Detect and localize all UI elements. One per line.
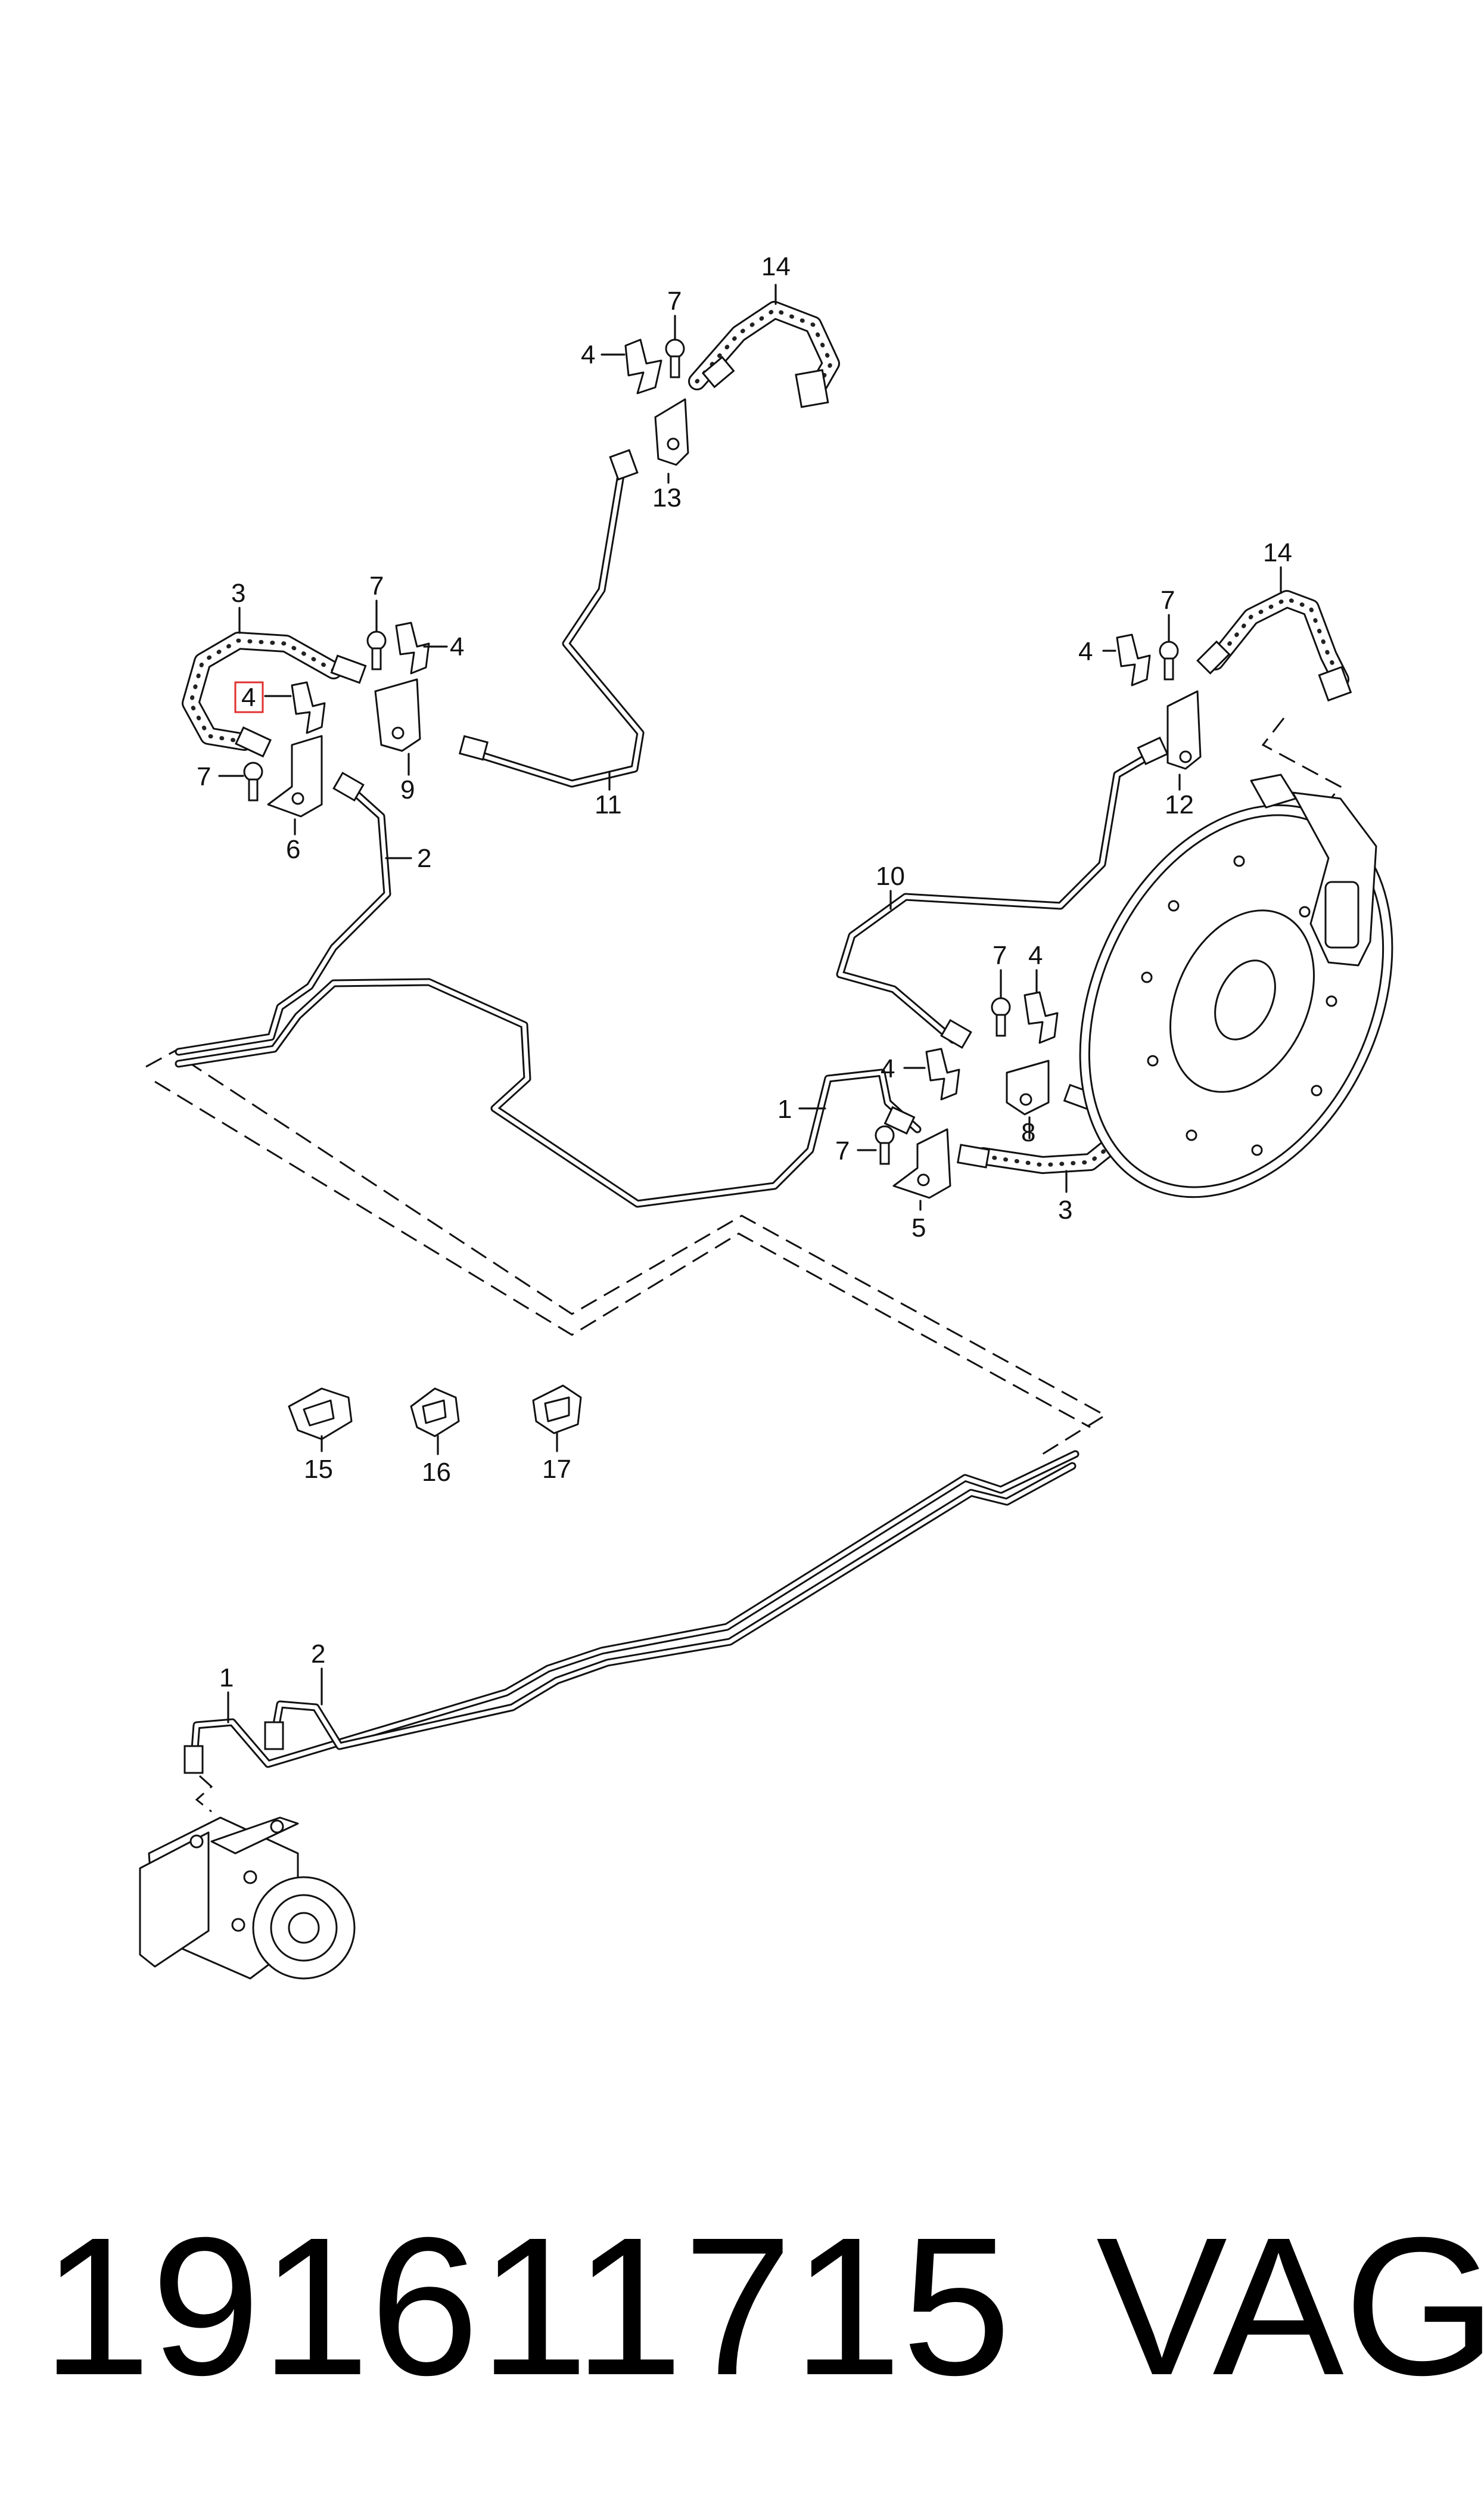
brand-name: VAG xyxy=(1096,2196,1484,2416)
pipe-2-lower xyxy=(270,1462,1077,1750)
callout-17: 17 xyxy=(542,1455,571,1484)
callout-1-upper: 1 xyxy=(777,1095,792,1124)
callout-14-top: 14 xyxy=(761,252,791,281)
callout-8: 8 xyxy=(1021,1118,1035,1147)
part-number: 191611715 xyxy=(42,2196,1012,2416)
callout-2-lower: 2 xyxy=(311,1639,325,1669)
callout-4-left-upper: 4 xyxy=(450,632,464,661)
callout-7-left-upper: 7 xyxy=(369,571,384,601)
callout-4-right-lower: 4 xyxy=(881,1054,895,1083)
callout-highlight-box xyxy=(234,681,264,713)
bracket-5 xyxy=(892,1128,951,1199)
callout-3-left: 3 xyxy=(231,579,245,608)
callout-labels: 14 7 4 13 3 7 4 4 9 7 6 11 2 14 7 4 12 1… xyxy=(197,252,1292,1692)
callout-7-left-lower: 7 xyxy=(197,762,211,791)
clip-16 xyxy=(410,1387,460,1437)
callout-13: 13 xyxy=(652,483,682,513)
pipe-11 xyxy=(472,461,645,788)
brake-hose-3-left xyxy=(182,632,367,758)
clip-17 xyxy=(532,1384,582,1434)
callout-10: 10 xyxy=(876,862,905,891)
callout-3-right: 3 xyxy=(1058,1195,1072,1225)
bracket-9 xyxy=(374,678,421,752)
callout-4-top: 4 xyxy=(581,340,595,369)
callout-5: 5 xyxy=(911,1213,926,1243)
callout-7-right-lower: 7 xyxy=(835,1136,850,1166)
callout-7-right-mid: 7 xyxy=(993,941,1007,970)
callout-1-lower: 1 xyxy=(219,1663,234,1692)
brake-caliper xyxy=(1250,774,1377,967)
callout-16: 16 xyxy=(422,1458,451,1487)
brake-hose-14-right xyxy=(1196,590,1352,702)
clip-15 xyxy=(288,1387,353,1440)
callout-2-upper: 2 xyxy=(417,844,431,873)
callout-9: 9 xyxy=(400,775,415,805)
callout-11: 11 xyxy=(595,790,622,819)
bracket-8 xyxy=(1006,1060,1050,1116)
callout-4-highlighted: 4 xyxy=(241,683,256,712)
retaining-clips xyxy=(291,338,1151,1101)
callout-15: 15 xyxy=(304,1455,333,1484)
bracket-6 xyxy=(267,735,323,818)
pipe-1-lower xyxy=(189,1450,1079,1768)
callout-6: 6 xyxy=(286,835,300,864)
callout-12: 12 xyxy=(1165,790,1194,819)
abs-hydraulic-unit xyxy=(139,1816,356,1980)
pipe-fittings xyxy=(183,449,1169,1774)
screws xyxy=(243,338,1179,1165)
callout-7-right-top: 7 xyxy=(1161,586,1175,615)
callout-4-right-top: 4 xyxy=(1078,637,1093,666)
brake-hose-14-top xyxy=(688,301,840,408)
pipe-2-upper xyxy=(175,785,391,1056)
leader-lines xyxy=(218,284,1282,1723)
callout-7-top: 7 xyxy=(667,287,682,316)
bracket-13 xyxy=(654,398,689,466)
callout-14-right: 14 xyxy=(1263,538,1292,567)
bracket-12 xyxy=(1166,690,1202,770)
brake-disc xyxy=(1079,804,1393,1198)
pipe-1-upper xyxy=(175,978,922,1208)
pipe-10 xyxy=(836,750,1157,1044)
callout-4-right-mid: 4 xyxy=(1028,941,1043,970)
